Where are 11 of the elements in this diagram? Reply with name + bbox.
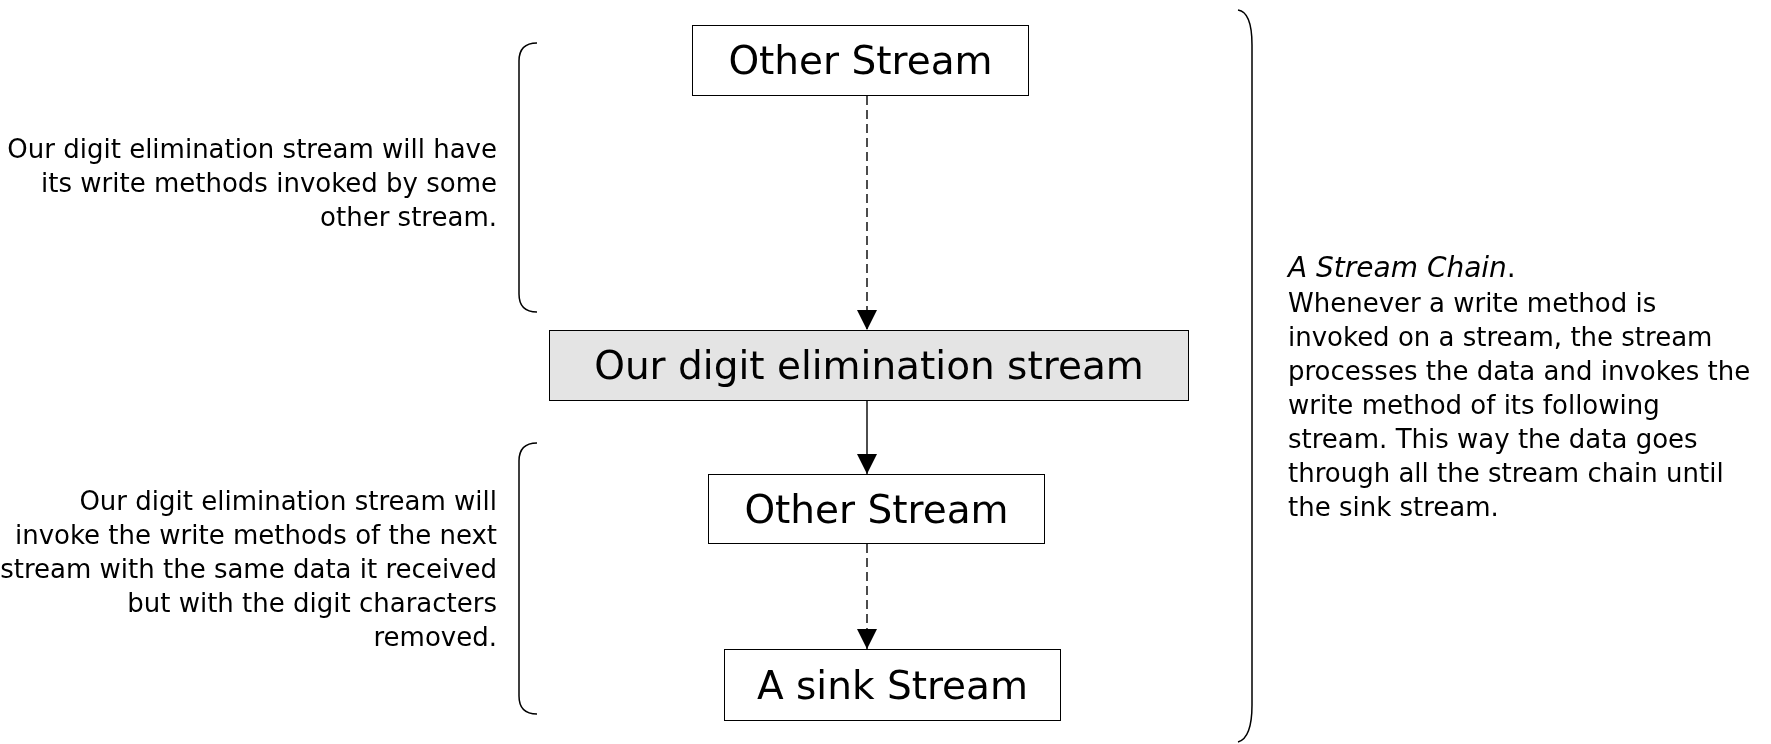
- annotation-text: Our digit elimination stream will have its write methods invoked by some other stream.: [6, 133, 497, 234]
- caption-text: Whenever a write method is invoked on a stream, the stream processes the data and invokes the write method of its following stream. This way the data goes through all the stream chain until the sink stream.: [1288, 287, 1752, 524]
- arrow: [857, 543, 877, 650]
- stream-box: A sink Stream: [724, 649, 1061, 721]
- stream-box: Other Stream: [692, 25, 1029, 96]
- arrow: [857, 95, 877, 331]
- annotation-text: Our digit elimination stream will invoke the write methods of the next stream with the same data it received but with the digit characters removed.: [0, 485, 497, 654]
- arrow: [857, 400, 877, 475]
- highlighted-stream-box: Our digit elimination stream: [549, 330, 1189, 401]
- caption-title: A Stream Chain.: [1288, 251, 1517, 285]
- stream-box: Other Stream: [708, 474, 1045, 544]
